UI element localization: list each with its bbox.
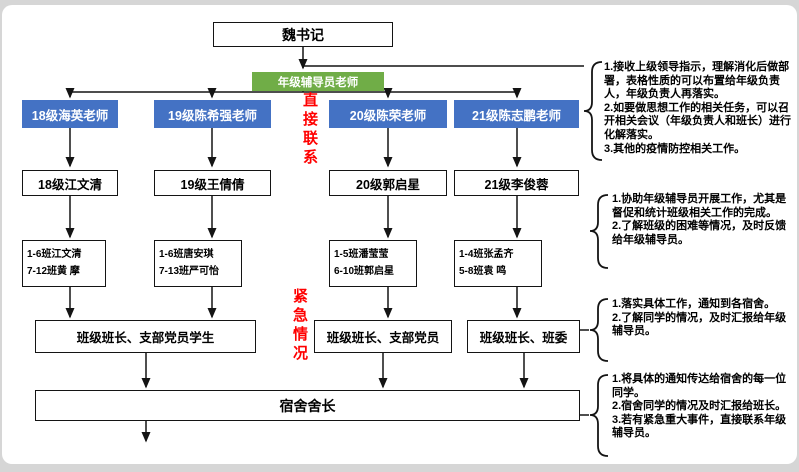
node-classes-grade19: 1-6班唐安琪 7-13班严可怡 <box>154 240 242 287</box>
class-range-line: 1-6班唐安琪 <box>159 249 214 260</box>
node-lead-grade18: 18级江文清 <box>22 170 118 196</box>
annotation-lead-duties: 1.协助年级辅导员开展工作，尤其是督促和统计班级相关工作的完成。 2.了解班级的… <box>612 193 787 246</box>
node-group-monitors-party-students: 班级班长、支部党员学生 <box>35 320 256 353</box>
node-group-monitors-party: 班级班长、支部党员 <box>314 320 452 353</box>
class-range-line: 7-12班黄 摩 <box>27 266 80 277</box>
slide-canvas <box>2 5 797 464</box>
node-teacher-grade19: 19级陈希强老师 <box>154 100 271 128</box>
node-grade-coordinator: 年级辅导员老师 <box>252 72 384 91</box>
class-range-line: 1-4班张孟齐 <box>459 249 514 260</box>
node-group-monitors-committee: 班级班长、班委 <box>467 320 580 353</box>
class-range-line: 1-6班江文清 <box>27 249 82 260</box>
direct-contact-label: 直接联系 <box>301 92 318 168</box>
annotation-dorm-duties: 1.将具体的通知传达给宿舍的每一位同学。 2.宿舍同学的情况及时汇报给班长。 3… <box>612 373 787 440</box>
class-range-line: 5-8班袁 鸣 <box>459 266 507 277</box>
class-range-line: 7-13班严可怡 <box>159 266 220 277</box>
node-teacher-grade18: 18级海英老师 <box>22 100 118 128</box>
emergency-label: 紧急情况 <box>291 288 308 364</box>
node-dorm-leader: 宿舍舍长 <box>35 390 580 421</box>
annotation-coordinator-duties: 1.接收上级领导指示，理解消化后做部署，表格性质的可以布置给年级负责人，年级负责… <box>604 61 791 155</box>
node-lead-grade19: 19级王倩倩 <box>154 170 271 196</box>
node-lead-grade21: 21级李俊蓉 <box>454 170 579 196</box>
node-teacher-grade21: 21级陈志鹏老师 <box>454 100 579 128</box>
node-classes-grade18: 1-6班江文清 7-12班黄 摩 <box>22 240 106 287</box>
class-range-line: 6-10班郭启星 <box>334 266 395 277</box>
node-classes-grade21: 1-4班张孟齐 5-8班袁 鸣 <box>454 240 542 287</box>
annotation-monitor-duties: 1.落实具体工作，通知到各宿舍。 2.了解同学的情况，及时汇报给年级辅导员。 <box>612 298 787 338</box>
class-range-line: 1-5班潘莹莹 <box>334 249 389 260</box>
node-teacher-grade20: 20级陈荣老师 <box>329 100 447 128</box>
node-classes-grade20: 1-5班潘莹莹 6-10班郭启星 <box>329 240 417 287</box>
node-secretary: 魏书记 <box>213 22 393 47</box>
node-lead-grade20: 20级郭启星 <box>329 170 447 196</box>
